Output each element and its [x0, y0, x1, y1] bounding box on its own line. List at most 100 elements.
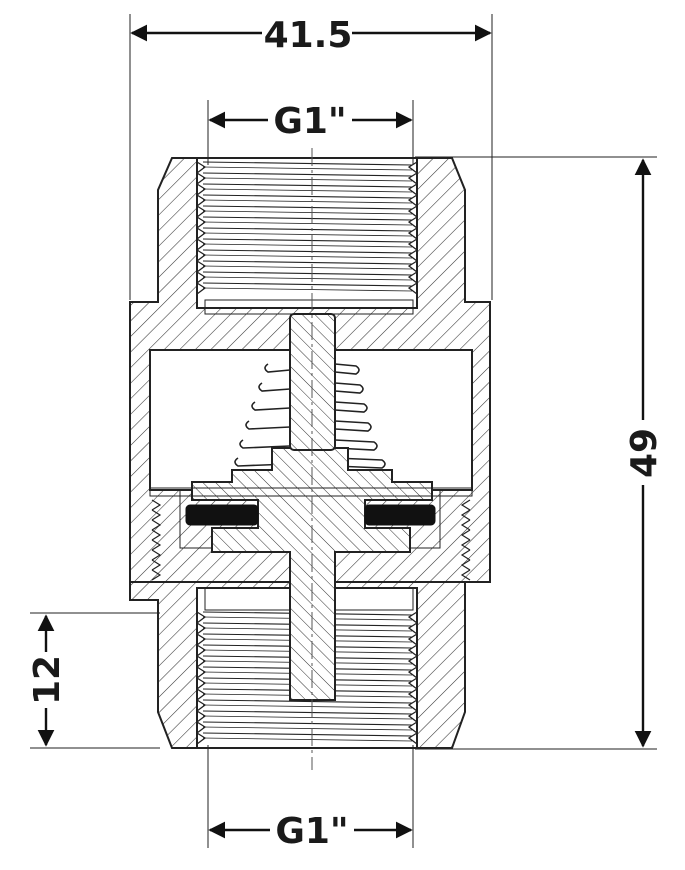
thread-profile-right: [407, 260, 418, 273]
thread-profile-left: [196, 205, 207, 218]
seal-right: [364, 504, 436, 526]
thread-profile-right: [407, 271, 418, 284]
outer-thread-right: [460, 539, 471, 551]
valve-disc: [191, 447, 433, 701]
thread-profile-left: [196, 666, 207, 679]
thread-profile-left: [196, 622, 207, 635]
thread-line: [202, 287, 413, 292]
thread-line: [202, 194, 413, 199]
thread-profile-left: [196, 216, 207, 229]
thread-profile-left: [196, 677, 207, 690]
thread-profile-right: [407, 655, 418, 668]
thread-profile-left: [196, 282, 207, 295]
thread-profile-right: [407, 238, 418, 251]
outer-thread-left: [151, 559, 162, 571]
thread-profile-right: [407, 622, 418, 635]
thread-profile-left: [196, 699, 207, 712]
thread-line: [202, 271, 413, 276]
thread-profile-left: [196, 249, 207, 262]
outer-thread-right: [460, 569, 471, 581]
outer-thread-left: [151, 519, 162, 531]
thread-line: [202, 254, 413, 259]
thread-profile-left: [196, 172, 207, 185]
thread-line: [202, 710, 413, 715]
thread-profile-right: [407, 249, 418, 262]
spring-coil-left: [245, 420, 291, 430]
thread-line: [202, 243, 413, 248]
thread-profile-right: [407, 161, 418, 174]
thread-line: [202, 282, 413, 287]
thread-profile-left: [196, 183, 207, 196]
thread-line: [202, 227, 413, 232]
thread-profile-right: [407, 732, 418, 745]
thread-profile-right: [407, 688, 418, 701]
thread-line: [202, 260, 413, 265]
dimension-thread-bottom: G1": [208, 811, 413, 852]
thread-line: [202, 704, 413, 709]
dim-label-thread-length: 12: [27, 655, 68, 705]
thread-line: [202, 699, 413, 704]
thread-profile-left: [196, 194, 207, 207]
thread-profile-left: [196, 611, 207, 624]
spring-coil-right: [334, 420, 372, 432]
thread-line: [202, 737, 413, 742]
thread-line: [202, 732, 413, 737]
thread-line: [202, 210, 413, 215]
thread-profile-left: [196, 260, 207, 273]
outer-thread-right: [460, 499, 471, 511]
outer-thread-left: [151, 539, 162, 551]
thread-line: [202, 172, 413, 177]
outer-thread-right: [460, 519, 471, 531]
spring-coil-right: [334, 363, 360, 375]
spring-coil-right: [334, 439, 378, 451]
thread-profile-left: [196, 710, 207, 723]
thread-line: [202, 177, 413, 182]
thread-profile-right: [407, 721, 418, 734]
thread-profile-left: [196, 238, 207, 251]
thread-profile-left: [196, 655, 207, 668]
thread-profile-right: [407, 677, 418, 690]
thread-profile-left: [196, 688, 207, 701]
dim-label-thread-top: G1": [273, 101, 346, 142]
thread-profile-right: [407, 282, 418, 295]
thread-profile-left: [196, 633, 207, 646]
spring-coil-left: [264, 363, 291, 373]
thread-profile-left: [196, 271, 207, 284]
thread-profile-right: [407, 611, 418, 624]
outer-thread-right: [460, 529, 471, 541]
spring-coil-left: [239, 439, 291, 449]
thread-line: [202, 238, 413, 243]
spring-coil-right: [334, 382, 364, 394]
thread-line: [202, 166, 413, 171]
thread-line: [202, 249, 413, 254]
thread-line: [202, 221, 413, 226]
thread-profile-left: [196, 721, 207, 734]
seal-left: [185, 504, 259, 526]
dimension-overall-height: 49: [624, 158, 665, 748]
extension-lines: [30, 14, 657, 848]
thread-profile-right: [407, 227, 418, 240]
thread-line: [202, 161, 413, 166]
spring-coil-right: [334, 457, 386, 469]
thread-line: [202, 183, 413, 188]
thread-profile-right: [407, 172, 418, 185]
thread-profile-right: [407, 699, 418, 712]
thread-line: [202, 216, 413, 221]
outer-thread-left: [151, 529, 162, 541]
thread-profile-left: [196, 644, 207, 657]
outer-thread-right: [460, 549, 471, 561]
outer-thread-left: [151, 569, 162, 581]
thread-line: [202, 199, 413, 204]
thread-line: [202, 715, 413, 720]
spring-coil-left: [234, 457, 291, 467]
thread-line: [202, 726, 413, 731]
outer-thread-right: [460, 509, 471, 521]
thread-line: [202, 276, 413, 281]
thread-line: [202, 721, 413, 726]
thread-line: [202, 188, 413, 193]
thread-line: [202, 265, 413, 270]
thread-profile-left: [196, 227, 207, 240]
spring-coils: [234, 363, 386, 469]
seat-ring: [149, 487, 473, 497]
